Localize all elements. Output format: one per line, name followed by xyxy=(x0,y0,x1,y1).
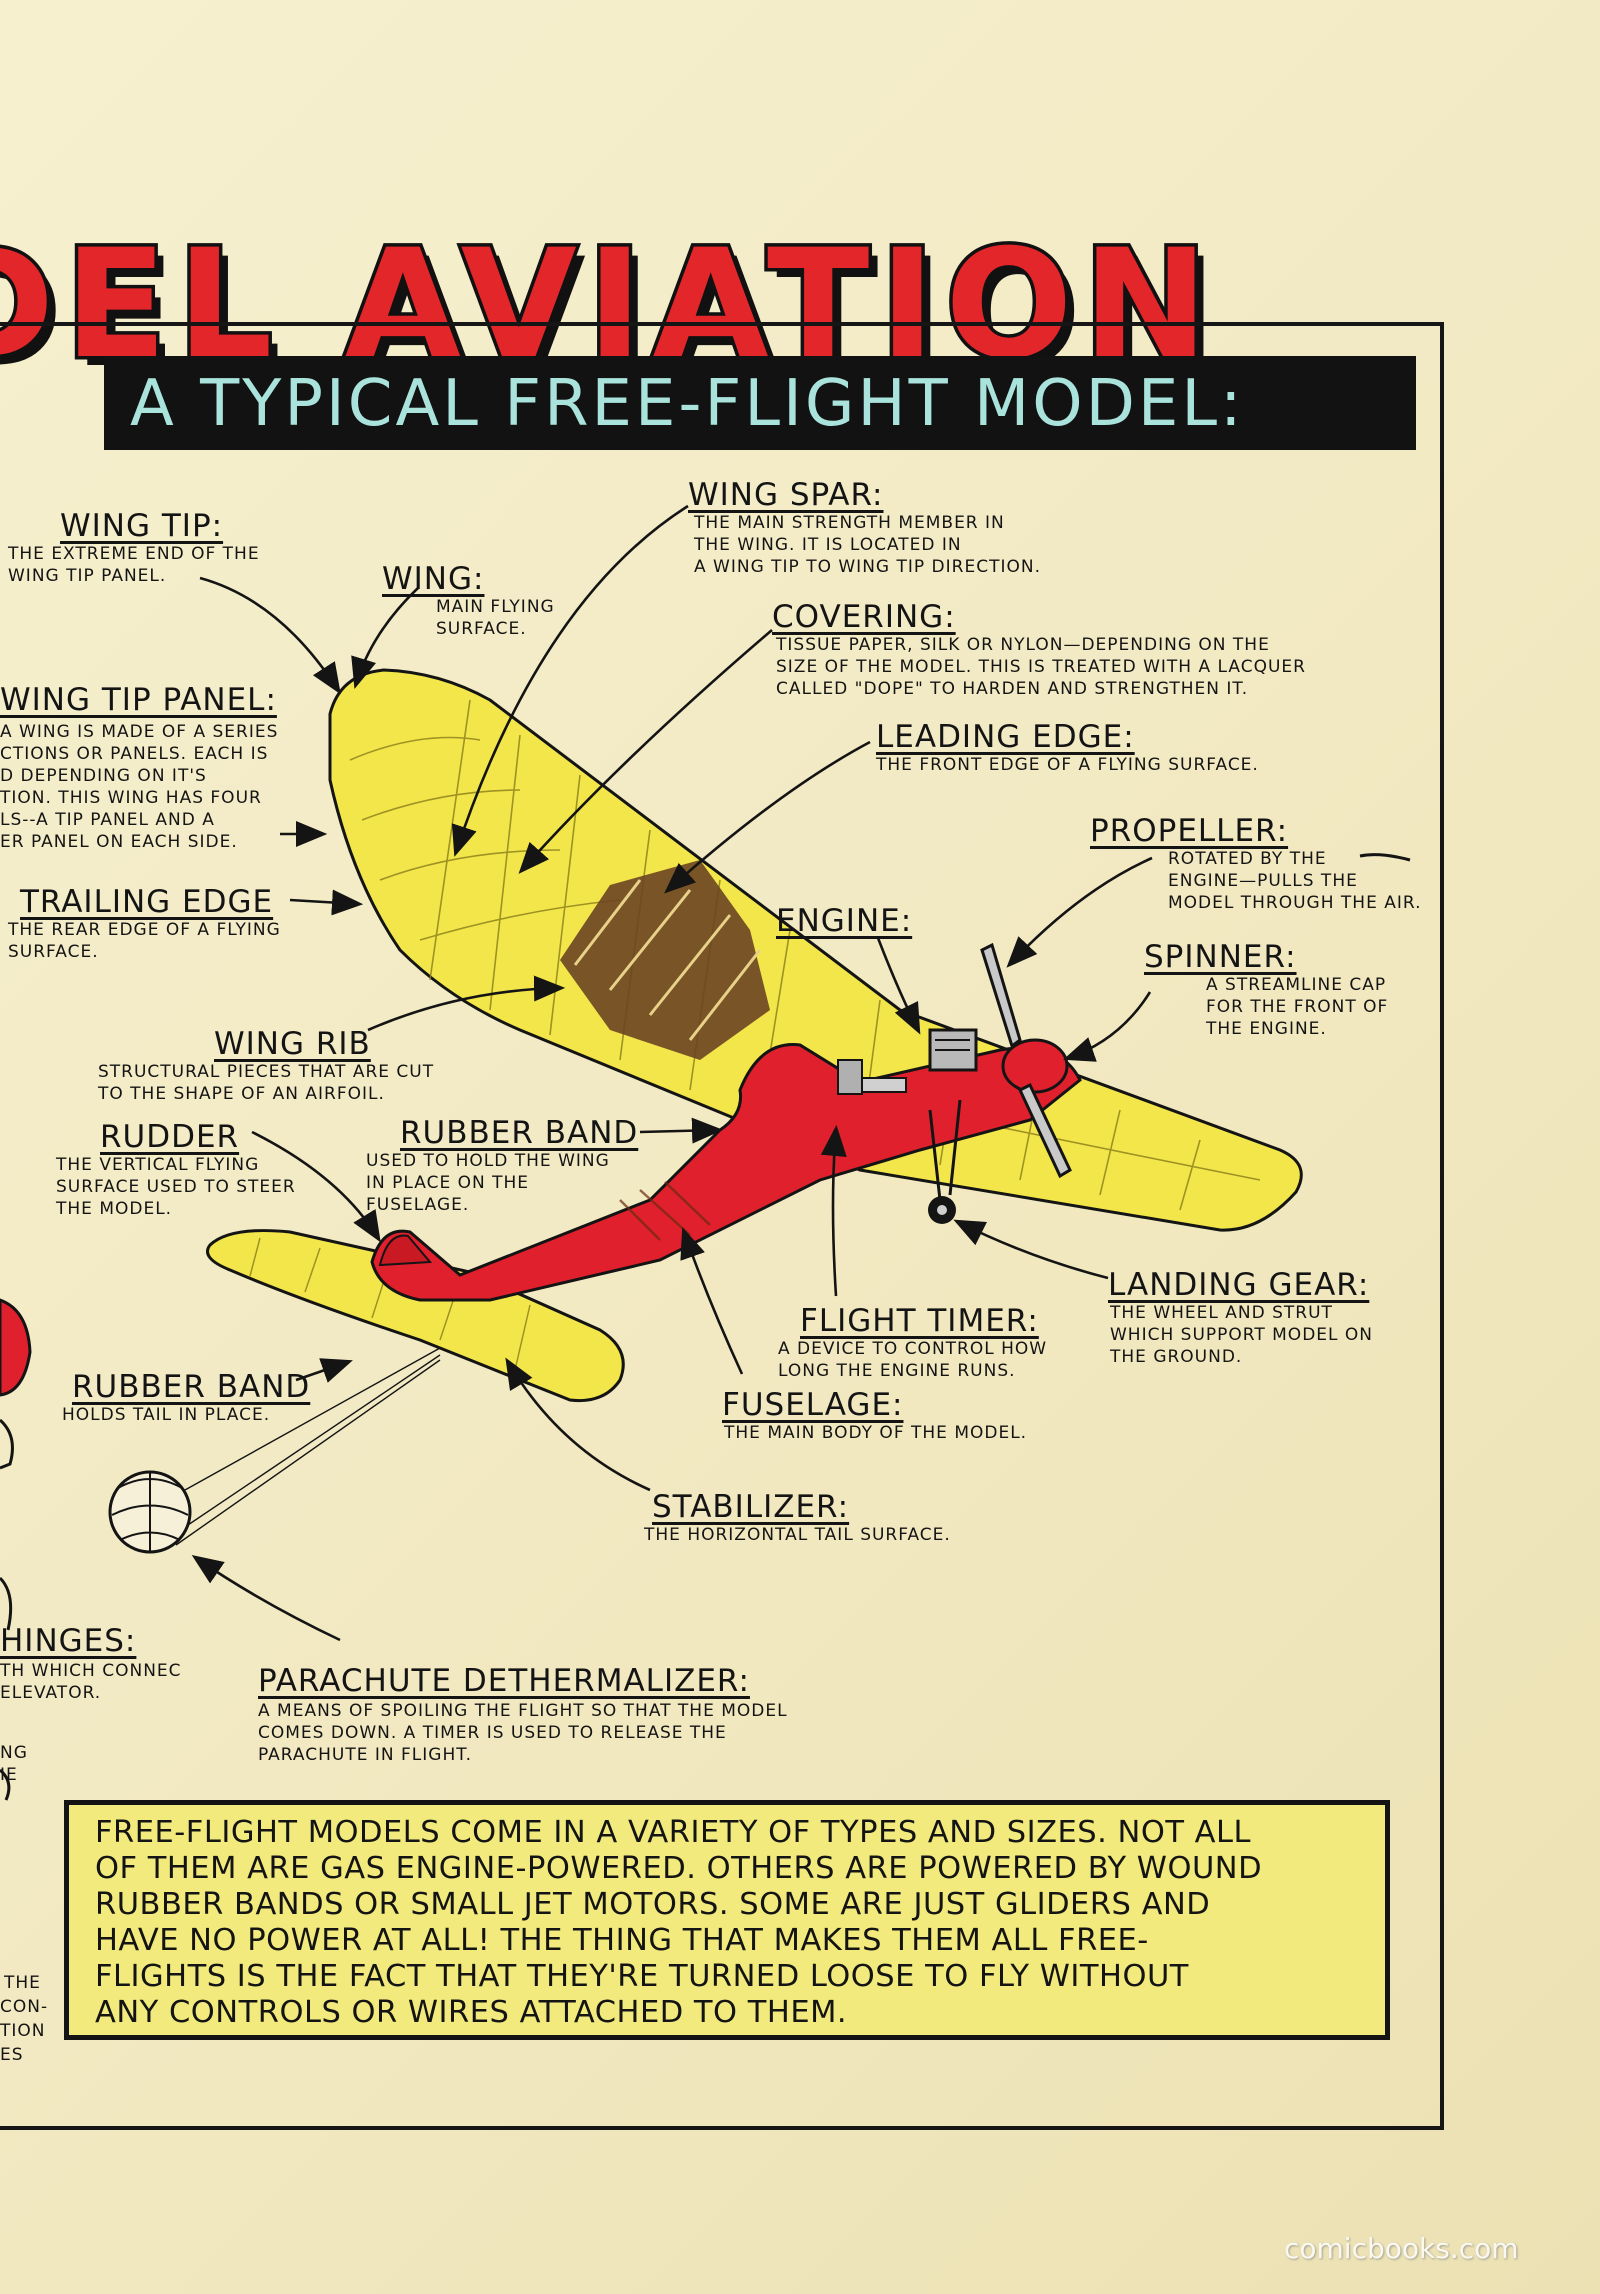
fragment-text: IE xyxy=(0,1765,18,1785)
caption-line: RUBBER BANDS OR SMALL JET MOTORS. SOME A… xyxy=(95,1887,1211,1922)
label-title: LEADING EDGE: xyxy=(876,719,1135,755)
fragment-text: CON- xyxy=(0,1997,49,2017)
label-title: TRAILING EDGE xyxy=(20,884,274,920)
landing-gear xyxy=(928,1099,962,1224)
label-parachute-dethermalizer: PARACHUTE DETHERMALIZER: A MEANS OF SPOI… xyxy=(258,1664,788,1766)
label-leading-edge: LEADING EDGE: THE FRONT EDGE OF A FLYING… xyxy=(876,720,1259,776)
caption-line: OF THEM ARE GAS ENGINE-POWERED. OTHERS A… xyxy=(95,1851,1263,1886)
label-desc: THE HORIZONTAL TAIL SURFACE. xyxy=(644,1525,951,1545)
label-stabilizer: STABILIZER: THE HORIZONTAL TAIL SURFACE. xyxy=(644,1489,951,1546)
label-title: STABILIZER: xyxy=(652,1489,850,1525)
label-fuselage: FUSELAGE: THE MAIN BODY OF THE MODEL. xyxy=(722,1388,1027,1444)
label-title: WING TIP: xyxy=(60,508,224,544)
caption-line: HAVE NO POWER AT ALL! THE THING THAT MAK… xyxy=(95,1923,1149,1958)
fragment-text: NG xyxy=(0,1743,28,1763)
label-title: FUSELAGE: xyxy=(722,1387,904,1423)
label-rubber-band-tail: RUBBER BAND HOLDS TAIL IN PLACE. xyxy=(62,1369,311,1426)
cut-off-drawing xyxy=(0,1418,14,1470)
parachute xyxy=(108,1347,441,1554)
cut-off-drawing xyxy=(0,1298,32,1397)
label-covering: COVERING: TISSUE PAPER, SILK OR NYLON—DE… xyxy=(772,600,1306,700)
label-title: LANDING GEAR: xyxy=(1108,1267,1370,1303)
label-title: SPINNER: xyxy=(1144,939,1297,975)
label-title: HINGES: xyxy=(0,1623,137,1659)
fragment-text: TION xyxy=(0,2021,46,2041)
label-desc: A MEANS OF SPOILING THE FLIGHT SO THAT T… xyxy=(258,1701,788,1765)
label-desc: THE FRONT EDGE OF A FLYING SURFACE. xyxy=(876,755,1259,775)
leader-arrows xyxy=(191,504,1153,1642)
label-title: WING TIP PANEL: xyxy=(0,682,277,718)
label-title: WING SPAR: xyxy=(688,477,884,513)
fragment-text: ES xyxy=(0,2045,24,2065)
spinner xyxy=(1001,1038,1069,1094)
label-desc: THE MAIN BODY OF THE MODEL. xyxy=(724,1423,1028,1443)
panel-frame xyxy=(0,322,1444,2130)
cut-off-drawing xyxy=(0,1768,11,1801)
label-wing-tip-panel: WING TIP PANEL: A WING IS MADE OF A SERI… xyxy=(0,683,278,853)
label-title: PARACHUTE DETHERMALIZER: xyxy=(258,1663,750,1699)
label-title: RUDDER xyxy=(100,1119,240,1155)
caption-line: FREE-FLIGHT MODELS COME IN A VARIETY OF … xyxy=(95,1815,1252,1850)
cut-off-drawing xyxy=(0,1576,13,1631)
label-title: WING: xyxy=(382,561,485,597)
label-title: PROPELLER: xyxy=(1090,813,1289,849)
caption-line: FLIGHTS IS THE FACT THAT THEY'RE TURNED … xyxy=(95,1959,1189,1994)
fuselage xyxy=(370,1043,1082,1302)
mark xyxy=(1359,853,1411,862)
label-desc: TISSUE PAPER, SILK OR NYLON—DEPENDING ON… xyxy=(776,635,1306,699)
label-engine: ENGINE: xyxy=(776,904,912,938)
label-title: ENGINE: xyxy=(776,903,913,939)
label-title: FLIGHT TIMER: xyxy=(800,1303,1039,1339)
label-title: WING RIB xyxy=(214,1026,371,1062)
label-title: RUBBER BAND xyxy=(400,1115,639,1151)
info-caption-box: FREE-FLIGHT MODELS COME IN A VARIETY OF … xyxy=(64,1800,1390,2040)
label-desc: HOLDS TAIL IN PLACE. xyxy=(62,1405,271,1425)
label-title: COVERING: xyxy=(772,599,956,635)
flight-timer xyxy=(837,1059,863,1095)
watermark: comicbooks.com xyxy=(1284,2232,1519,2265)
fragment-text: THE xyxy=(4,1973,41,1993)
headline: A TYPICAL FREE-FLIGHT MODEL: xyxy=(130,367,1245,441)
headline-bar xyxy=(104,356,1416,450)
caption-line: ANY CONTROLS OR WIRES ATTACHED TO THEM. xyxy=(95,1995,848,2030)
label-title: RUBBER BAND xyxy=(72,1369,311,1405)
propeller xyxy=(980,942,1072,1179)
